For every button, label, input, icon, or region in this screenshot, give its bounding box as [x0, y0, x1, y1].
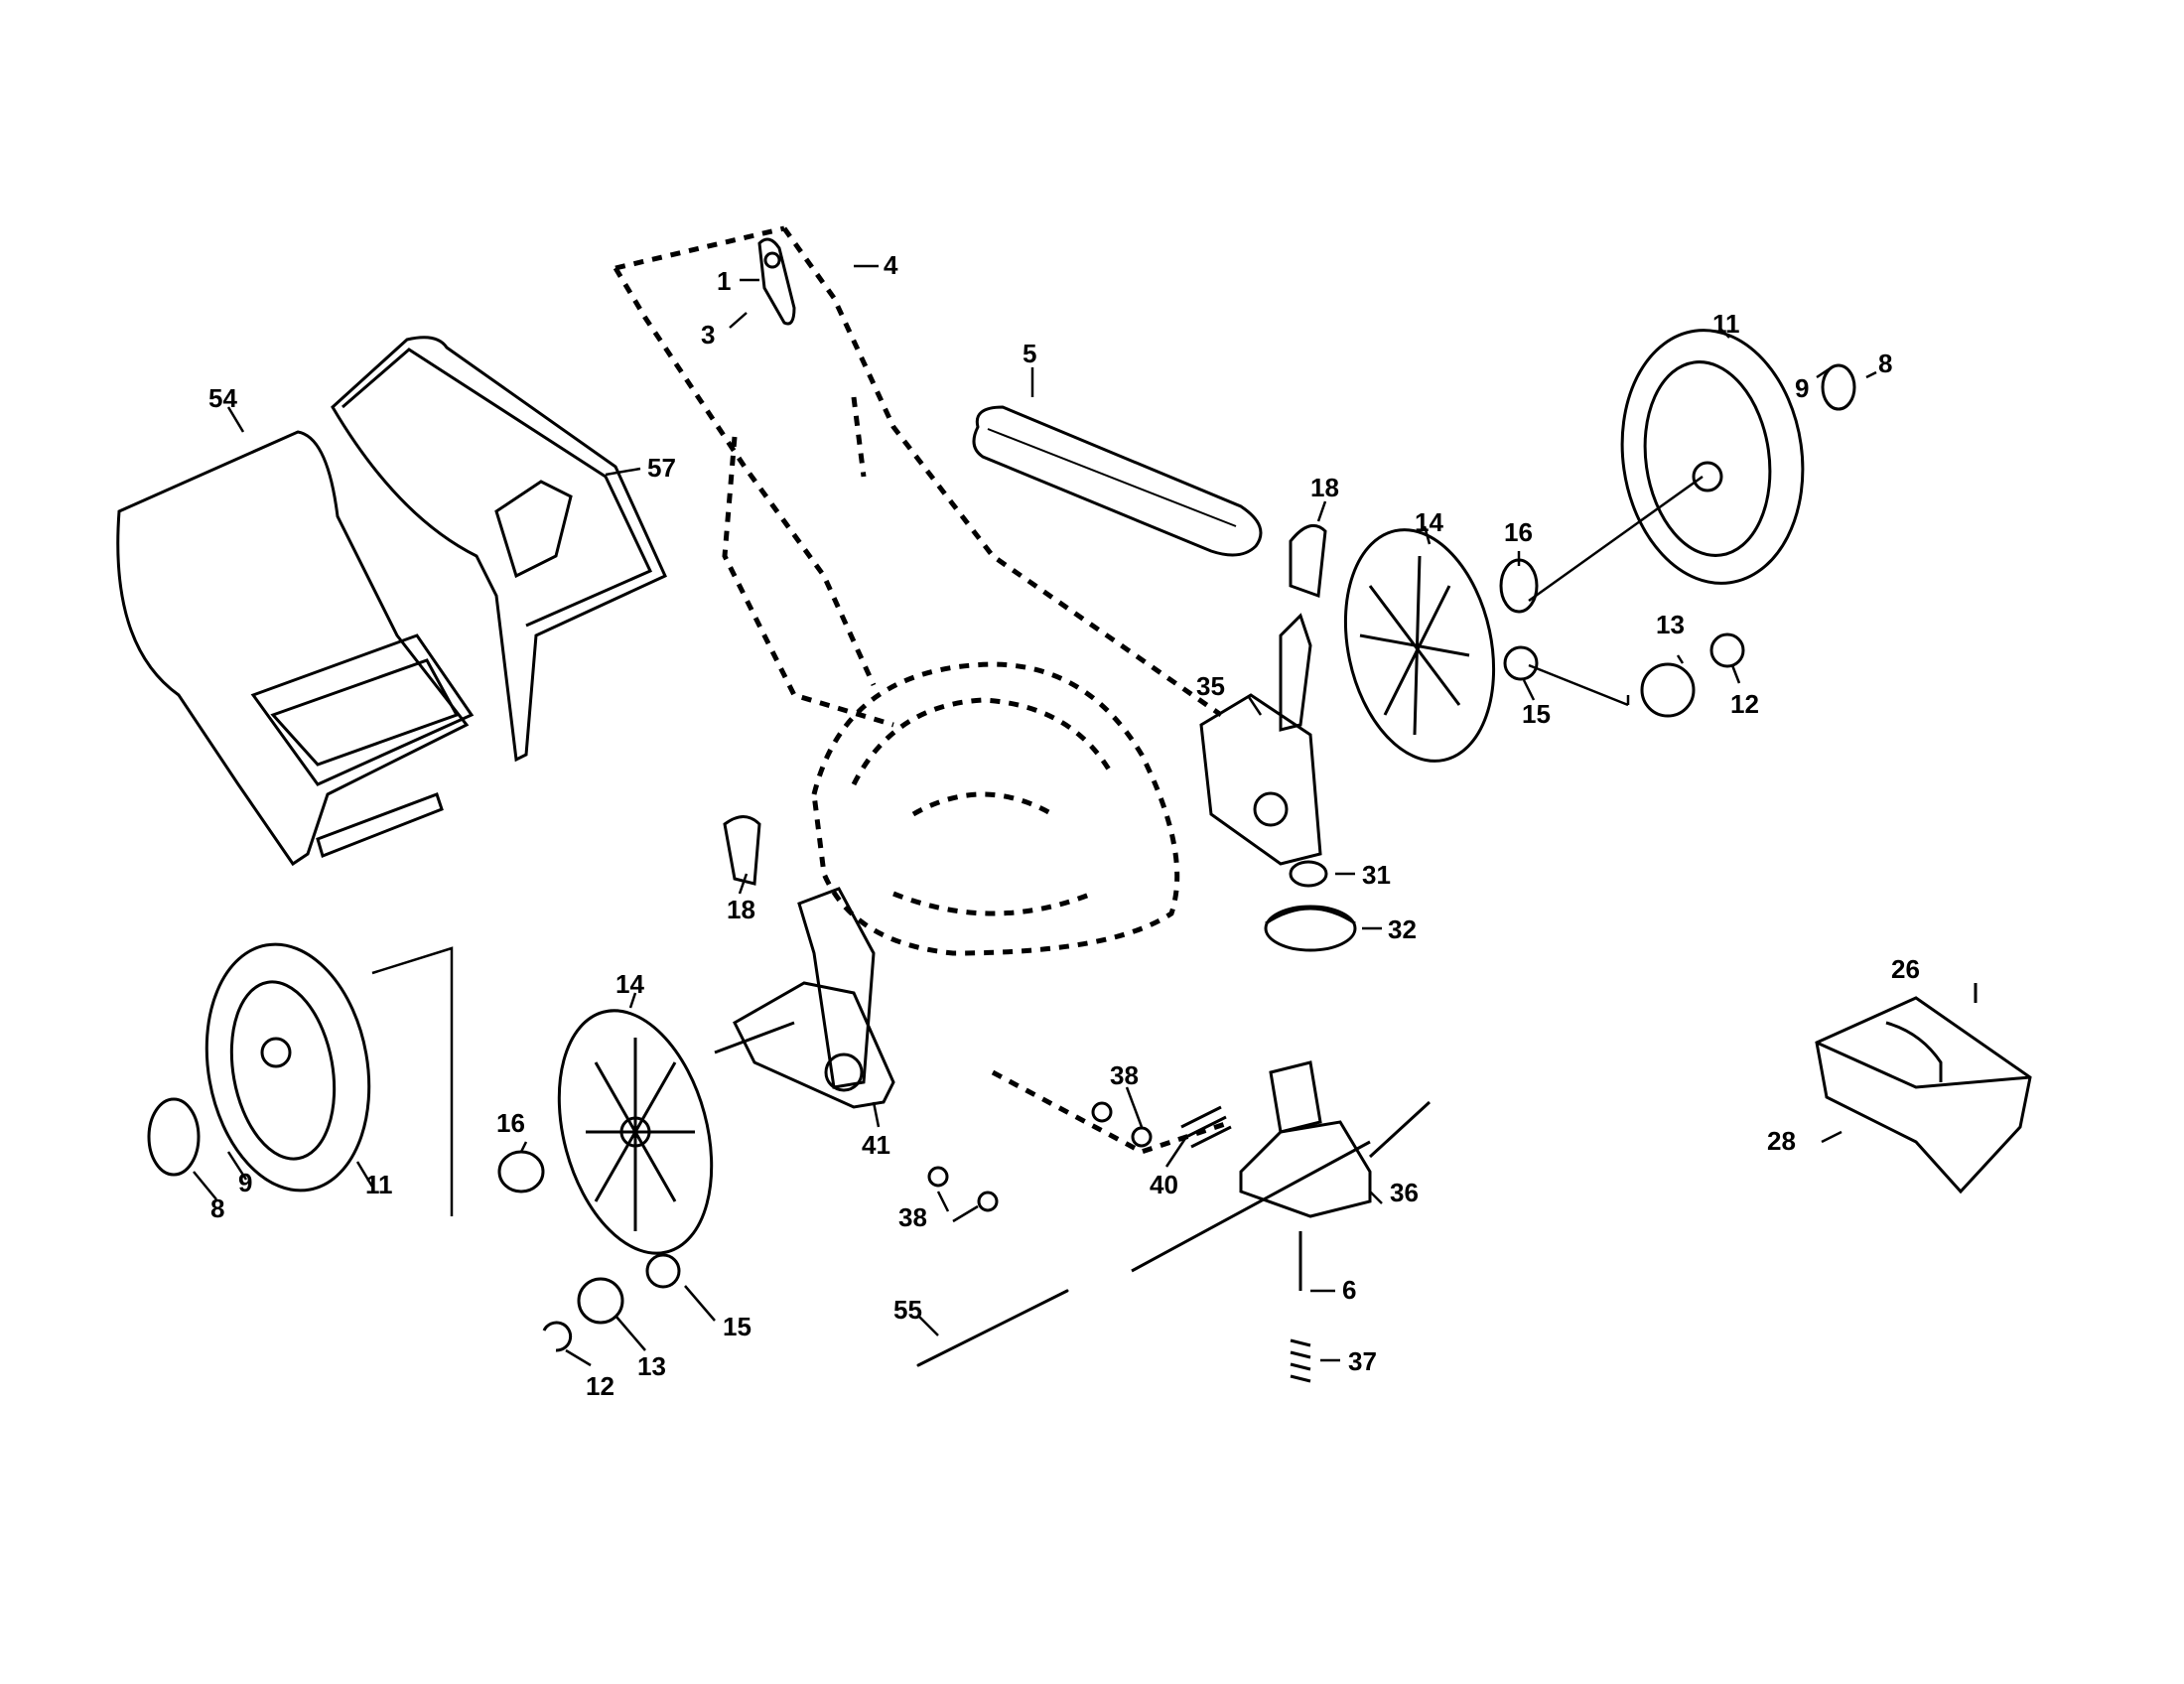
springs	[1180, 1105, 1311, 1383]
handle-assembly	[613, 225, 1223, 728]
leader-lines	[193, 264, 1877, 1367]
callout-13-right: 13	[1656, 610, 1685, 639]
transmission	[991, 1060, 1432, 1273]
callout-labels: 1 3 4 5 54 57 18 18 14 14 16 16 11 11 9 …	[208, 250, 1920, 1401]
callout-41: 41	[862, 1130, 890, 1160]
callout-13-left: 13	[637, 1351, 666, 1381]
callout-40: 40	[1150, 1170, 1178, 1199]
callout-5: 5	[1023, 339, 1036, 368]
wheel-left	[147, 942, 454, 1216]
callout-14-right: 14	[1415, 507, 1443, 537]
wheel-cover-right	[1343, 528, 1496, 763]
callout-16-left: 16	[496, 1108, 525, 1138]
callout-15-left: 15	[723, 1312, 751, 1341]
center-parts	[1264, 860, 1357, 952]
axle-rod	[916, 1289, 1069, 1367]
callout-16-right: 16	[1504, 517, 1533, 547]
callout-31: 31	[1362, 860, 1391, 890]
callout-1: 1	[717, 266, 731, 296]
callout-26: 26	[1891, 954, 1920, 984]
callout-8-right: 8	[1878, 349, 1892, 378]
grass-bag	[116, 430, 475, 867]
callout-14-left: 14	[615, 969, 644, 999]
callout-36: 36	[1390, 1178, 1419, 1207]
wheel-cover-left	[557, 1009, 714, 1255]
height-adjuster-left	[714, 887, 895, 1109]
callout-9-left: 9	[238, 1168, 252, 1197]
callout-3: 3	[701, 320, 715, 350]
callout-8-left: 8	[210, 1193, 224, 1223]
callout-6: 6	[1342, 1275, 1356, 1305]
wheel-right	[1528, 329, 1805, 603]
mower-deck	[811, 661, 1180, 956]
mulch-plug	[1815, 983, 2032, 1194]
callout-11-left: 11	[365, 1170, 393, 1199]
callout-9-right: 9	[1795, 373, 1809, 403]
callout-54: 54	[208, 383, 237, 413]
callout-18-left: 18	[727, 895, 755, 924]
callout-4: 4	[884, 250, 898, 280]
callout-15-right: 15	[1522, 699, 1551, 729]
callout-12-right: 12	[1730, 689, 1759, 719]
callout-38-upper: 38	[1110, 1060, 1139, 1090]
drive-belt	[972, 405, 1263, 557]
callout-12-left: 12	[586, 1371, 614, 1401]
callout-55: 55	[893, 1295, 922, 1325]
callout-38-lower: 38	[898, 1202, 927, 1232]
callout-28: 28	[1767, 1126, 1796, 1156]
small-parts-left	[497, 815, 1153, 1352]
bag-frame	[331, 336, 667, 763]
callout-37: 37	[1348, 1346, 1377, 1376]
height-adjuster-right	[1199, 613, 1322, 866]
callout-18-right: 18	[1310, 473, 1339, 502]
callout-57: 57	[647, 453, 676, 483]
callout-32: 32	[1388, 914, 1417, 944]
callout-35: 35	[1196, 671, 1225, 701]
callout-11-right: 11	[1712, 309, 1740, 339]
